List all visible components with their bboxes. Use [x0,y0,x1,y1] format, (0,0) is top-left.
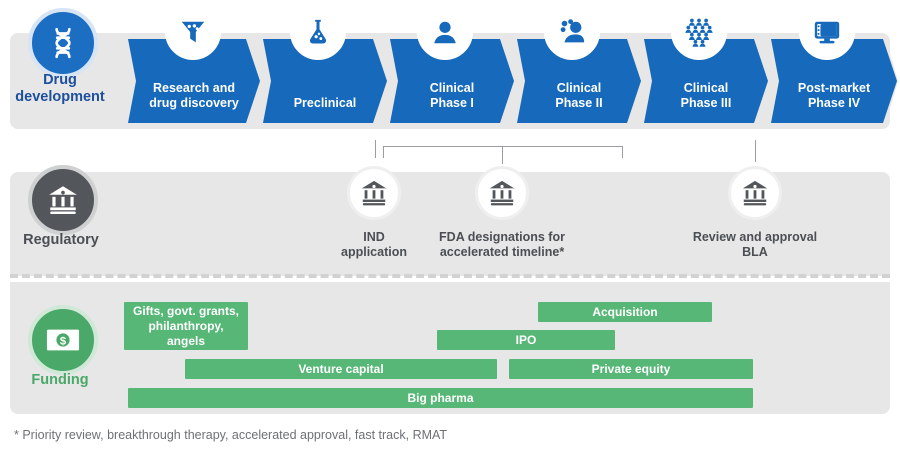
funding-bar-label: Acquisition [592,304,658,319]
funding-row-label: Funding [31,372,89,388]
monitor-icon [799,4,855,60]
regulatory-milestone-ind-application[interactable]: IND application [294,166,454,260]
person-icon [417,4,473,60]
milestone-label-line2: BLA [742,245,768,259]
milestone-label-line1: Review and approval [692,230,818,244]
funding-bar-venture-capital[interactable]: Venture capital [183,357,499,381]
stage-label-line1: Clinical [683,81,729,95]
regulatory-milestone-label: Review and approval BLA [655,230,855,260]
bracket-tick-review [755,140,756,162]
bank-icon [475,166,529,220]
stage-label: Clinical Phase II [517,81,641,111]
stage-label-line2: Phase I [430,96,474,110]
flask-icon [290,4,346,60]
stage-label: Clinical Phase III [644,81,768,111]
crowd-icon [671,4,727,60]
funnel-icon [165,4,221,60]
stage-label-line1: Post-market [797,81,871,95]
regulatory-milestone-review-and-approval[interactable]: Review and approval BLA [675,166,835,260]
bracket-tick-ind [375,140,376,158]
funding-bar-label: Big pharma [407,390,474,405]
regulatory-row-label: Regulatory [23,232,99,248]
milestone-label-line1: FDA designations for [439,230,565,244]
bracket-span [383,146,623,147]
bracket-tick-fda [502,146,503,164]
stage-label-line2: Phase II [555,96,603,110]
funding-bar-label-line1: Gifts, govt. grants, [132,303,239,318]
funding-bar-label-line2: philanthropy, [148,318,224,333]
bank-icon [347,166,401,220]
funding-bar-big-pharma[interactable]: Big pharma [126,386,755,410]
stage-label-line2: Phase IV [807,96,861,110]
stage-label: Post-market Phase IV [771,81,897,111]
milestone-label-line2: application [341,245,407,259]
bracket-end-right [622,146,623,158]
stage-label: Research and drug discovery [128,81,260,111]
funding-bar-label: IPO [515,332,537,347]
bank-icon [28,165,98,235]
money-icon: $ [28,305,98,375]
funding-bar-acquisition[interactable]: Acquisition [536,300,714,324]
funding-bar-gifts-grants-philanthropy-angels[interactable]: Gifts, govt. grants, philanthropy, angel… [122,300,250,352]
regulatory-milestone-label: FDA designations for accelerated timelin… [402,230,602,260]
stage-label-line1: Preclinical [293,96,357,110]
stage-label: Preclinical [263,96,387,111]
milestone-label-line2: accelerated timeline* [439,245,565,259]
bracket-end-left [383,146,384,158]
funding-bar-ipo[interactable]: IPO [435,328,617,352]
funding-bar-label-line3: angels [166,333,205,348]
regulatory-divider [10,274,890,278]
funding-bar-label: Private equity [591,361,671,376]
development-row-label: Drug development [10,72,110,106]
development-row-label-line2: development [15,89,105,105]
footnote: * Priority review, breakthrough therapy,… [14,428,448,442]
stage-label-line2: drug discovery [149,96,239,110]
funding-bar-label: Gifts, govt. grants, philanthropy, angel… [133,304,239,349]
svg-text:$: $ [60,335,67,347]
people-group-icon [544,4,600,60]
dna-icon [28,8,98,78]
funding-bar-private-equity[interactable]: Private equity [507,357,755,381]
regulatory-milestone-label: IND application [294,230,454,260]
milestone-label-line1: IND [363,230,385,244]
stage-label-line1: Research and [153,81,235,95]
stage-label-line1: Clinical [429,81,475,95]
stage-label-line1: Clinical [556,81,602,95]
stage-label: Clinical Phase I [390,81,514,111]
bank-icon [728,166,782,220]
development-row-label-line1: Drug [43,72,77,88]
funding-bar-label: Venture capital [298,361,384,376]
regulatory-milestone-fda-designations[interactable]: FDA designations for accelerated timelin… [422,166,582,260]
stage-label-line2: Phase III [680,96,732,110]
